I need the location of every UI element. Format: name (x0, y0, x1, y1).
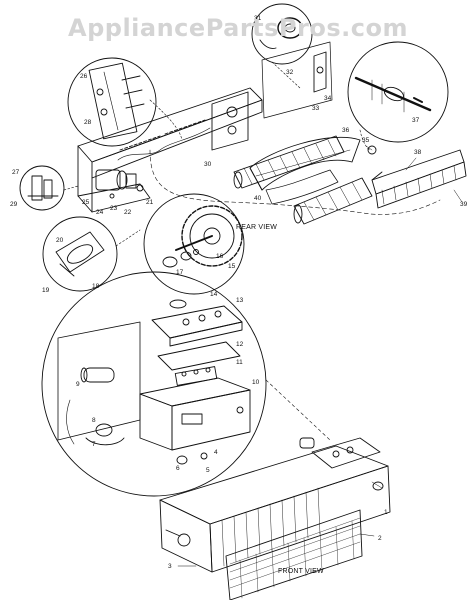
callout-34: 34 (324, 95, 332, 102)
detail-circle-27-29 (19, 165, 79, 211)
callout-37: 37 (412, 117, 420, 124)
control-box-detail-circle (41, 271, 331, 497)
callout-12: 12 (236, 341, 244, 348)
callout-22: 22 (124, 209, 132, 216)
callout-2: 2 (378, 535, 382, 542)
callout-10: 10 (252, 379, 260, 386)
callout-1: 1 (384, 509, 388, 516)
blower-housing (249, 136, 361, 191)
detail-circle-31 (251, 3, 313, 89)
callout-30: 30 (204, 161, 212, 168)
callout-6: 6 (176, 465, 180, 472)
detail-circle-37 (347, 41, 449, 151)
callout-11: 11 (236, 359, 243, 366)
watermark-text: AppliancePartsPros.com (68, 14, 408, 42)
callout-17: 17 (176, 269, 184, 276)
callout-32: 32 (286, 69, 294, 76)
detail-circle-26-28 (67, 57, 183, 147)
rear-view-caption: REAR VIEW (236, 224, 278, 231)
callout-4: 4 (214, 449, 218, 456)
callout-8: 8 (92, 417, 96, 424)
rear-view-outline (149, 149, 441, 215)
callout-35: 35 (362, 137, 370, 144)
callout-26: 26 (80, 73, 88, 80)
callout-20: 20 (56, 237, 64, 244)
rear-grille (371, 149, 467, 209)
callout-31: 31 (254, 15, 262, 22)
callout-7: 7 (92, 441, 96, 448)
callout-33: 33 (312, 105, 320, 112)
callout-13: 13 (236, 297, 244, 304)
callout-39: 39 (460, 201, 468, 208)
callout-28: 28 (84, 119, 92, 126)
callout-29: 29 (10, 201, 18, 208)
callout-21: 21 (146, 199, 154, 206)
chassis-bracket-assembly (77, 41, 333, 213)
callout-3: 3 (168, 563, 172, 570)
callout-24: 24 (96, 209, 104, 216)
front-view-caption: FRONT VIEW (278, 568, 324, 575)
blower-wheel-lower (293, 145, 383, 225)
detail-circle-18-20 (42, 216, 141, 292)
callout-18: 18 (92, 283, 100, 290)
callout-40: 40 (254, 195, 262, 202)
blower-wheel-upper (233, 135, 345, 189)
callout-19: 19 (42, 287, 50, 294)
callout-25: 25 (82, 199, 90, 206)
callout-15: 15 (228, 263, 236, 270)
callout-36: 36 (342, 127, 350, 134)
callout-38: 38 (414, 149, 422, 156)
blower-scroll (265, 169, 339, 205)
front-view-unit (159, 437, 391, 600)
callout-27: 27 (12, 169, 20, 176)
callout-23: 23 (110, 205, 118, 212)
leader-lines (177, 145, 463, 567)
callout-9: 9 (76, 381, 80, 388)
detail-circle-fan-wheel (143, 193, 245, 295)
callout-5: 5 (206, 467, 210, 474)
callout-16: 16 (216, 253, 224, 260)
callout-14: 14 (210, 291, 218, 298)
